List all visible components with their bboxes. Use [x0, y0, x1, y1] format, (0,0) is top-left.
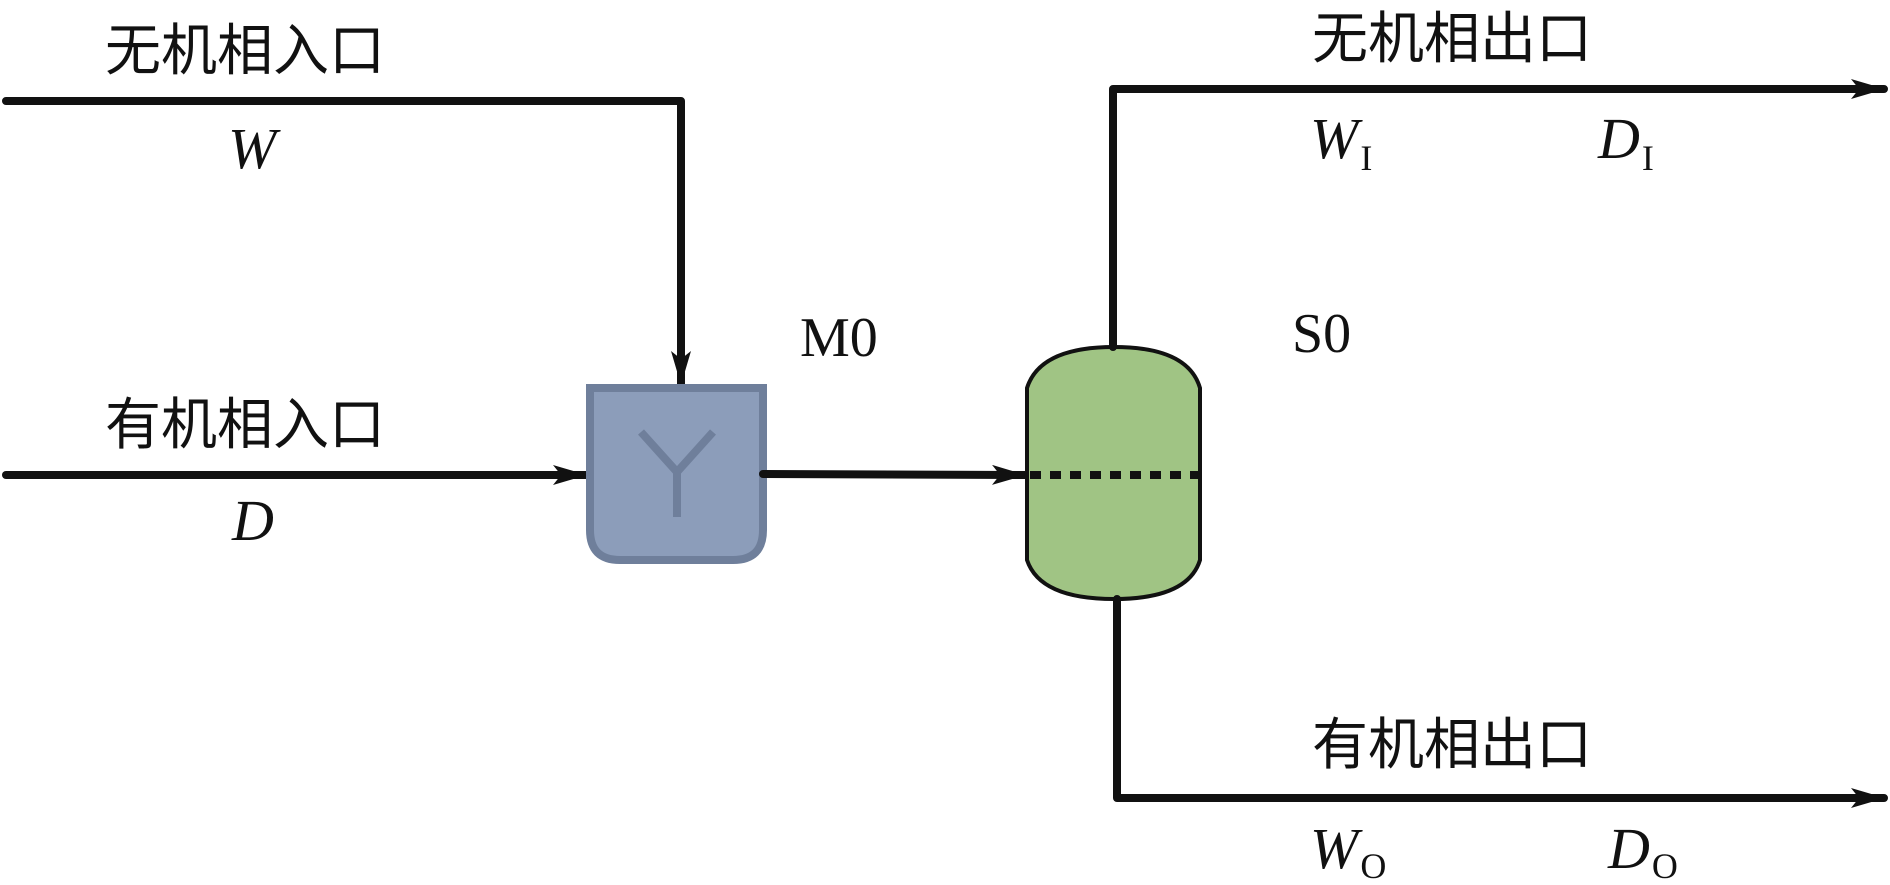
mixer-outlet-pipe — [759, 464, 1029, 485]
organic-outlet-var-d: DO — [1607, 816, 1678, 885]
separator-unit[interactable]: S0 — [1025, 303, 1351, 602]
organic-outlet-label: 有机相出口 — [1312, 713, 1592, 778]
inorganic-inlet-var: W — [228, 116, 281, 181]
inorganic-outlet-stream: 无机相出口 WI DI — [1109, 7, 1888, 351]
organic-outlet-pipe — [1113, 595, 1888, 808]
inorganic-inlet-stream: 无机相入口 W — [2, 19, 691, 388]
inorganic-outlet-var-w: WI — [1310, 106, 1372, 178]
inorganic-outlet-label: 无机相出口 — [1312, 7, 1592, 72]
separator-label: S0 — [1292, 303, 1351, 365]
inorganic-inlet-label: 无机相入口 — [105, 19, 385, 84]
inorganic-inlet-pipe — [2, 97, 691, 388]
y-merge-icon — [638, 429, 716, 517]
inorganic-outlet-pipe — [1109, 79, 1888, 351]
organic-outlet-var-w: WO — [1310, 816, 1386, 885]
organic-inlet-var: D — [231, 488, 274, 553]
organic-inlet-stream: 有机相入口 D — [2, 393, 590, 553]
mixer-unit[interactable]: M0 — [586, 307, 878, 564]
mixer-label: M0 — [800, 307, 878, 369]
organic-inlet-label: 有机相入口 — [105, 393, 385, 458]
organic-outlet-stream: 有机相出口 WO DO — [1113, 595, 1888, 885]
inorganic-outlet-var-d: DI — [1597, 106, 1654, 178]
